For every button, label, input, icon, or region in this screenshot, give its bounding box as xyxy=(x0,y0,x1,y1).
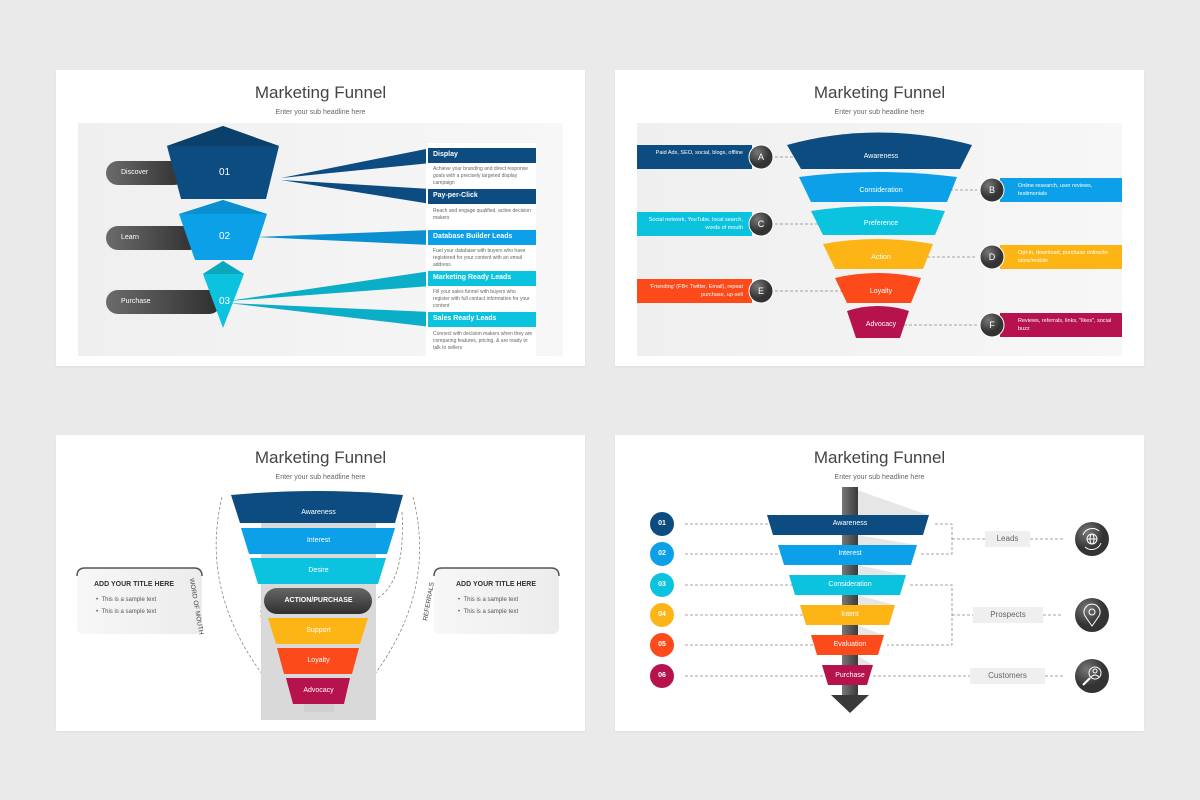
step-number: 04 xyxy=(658,611,666,618)
stage-label: Loyalty xyxy=(307,657,330,664)
stage-label: Interest xyxy=(838,550,862,557)
stage-number: 01 xyxy=(219,167,231,178)
callout-letter: C xyxy=(757,219,765,229)
slide-subtitle: Enter your sub headline here xyxy=(275,474,366,481)
stage-label: Purchase xyxy=(121,298,151,305)
slide-title: Marketing Funnel xyxy=(254,448,387,467)
stage-label: Preference xyxy=(863,220,899,227)
detail-text: Reach and engage qualified, active decis… xyxy=(433,208,531,221)
stage-label: Interest xyxy=(306,537,331,544)
stage-label: Awareness xyxy=(832,520,868,527)
callout-letter: D xyxy=(988,252,996,262)
callout-letter: A xyxy=(757,152,764,162)
detail-text: Fuel your database with buyers who have … xyxy=(433,248,526,268)
funnel-graphic xyxy=(76,491,560,720)
step-number: 02 xyxy=(658,550,666,557)
stage-label: Intent xyxy=(841,611,859,618)
stage-label: Support xyxy=(306,627,331,634)
stage-label: Learn xyxy=(121,234,139,241)
box-title: ADD YOUR TITLE HERE xyxy=(456,581,536,588)
box-bullet: • This is a sample text xyxy=(458,597,519,603)
stage-label: Advocacy xyxy=(303,687,334,694)
detail-heading: Sales Ready Leads xyxy=(433,315,497,322)
slide-1[interactable]: Marketing Funnel Enter your sub headline… xyxy=(56,70,585,366)
stage-label: Consideration xyxy=(828,581,872,588)
stage-number: 03 xyxy=(219,296,231,307)
callout-text: Opt-in, download, purchase online/in-sto… xyxy=(1018,250,1110,264)
detail-text: Fill your sales funnel with buyers who r… xyxy=(433,289,530,309)
detail-heading: Pay-per-Click xyxy=(433,192,478,199)
funnel-graphic xyxy=(650,487,1109,713)
slide-subtitle: Enter your sub headline here xyxy=(834,109,925,116)
slide-title: Marketing Funnel xyxy=(254,83,387,102)
group-label-leads: Leads xyxy=(996,534,1019,543)
callout-letter: F xyxy=(989,320,995,330)
box-bullet: • This is a sample text xyxy=(96,597,157,603)
detail-heading: Database Builder Leads xyxy=(433,233,513,240)
detail-heading: Marketing Ready Leads xyxy=(433,274,512,281)
step-number: 05 xyxy=(658,641,666,648)
location-gear-icon xyxy=(1083,603,1101,627)
callout-letter: B xyxy=(988,185,995,195)
globe-cycle-icon xyxy=(1082,527,1102,551)
box-title: ADD YOUR TITLE HERE xyxy=(94,581,174,588)
stage-label: Action xyxy=(871,254,891,261)
stage-label: Consideration xyxy=(859,187,903,194)
box-bullet: • This is a sample text xyxy=(96,609,157,615)
slide-3[interactable]: Marketing Funnel Enter your sub headline… xyxy=(56,435,585,731)
funnel-graphic xyxy=(637,132,1122,338)
slide-4[interactable]: Marketing Funnel Enter your sub headline… xyxy=(615,435,1144,731)
callout-text: 'Friending' (FB< Twitter, Email), repeat… xyxy=(649,284,743,298)
stage-label: Awareness xyxy=(301,509,336,516)
step-number: 06 xyxy=(658,672,666,679)
stage-number: 02 xyxy=(219,231,231,242)
stage-label: Discover xyxy=(121,169,149,176)
detail-text: Achieve your branding and direct respons… xyxy=(433,166,529,186)
detail-text: Connect with decision makers when they a… xyxy=(433,331,533,351)
funnel-graphic xyxy=(106,126,536,357)
group-label-prospects: Prospects xyxy=(990,610,1026,619)
callout-text: Online research, user reviews, testimoni… xyxy=(1018,183,1093,197)
stage-label: ACTION/PURCHASE xyxy=(284,597,353,604)
stage-label: Desire xyxy=(308,567,329,574)
slide-2[interactable]: Marketing Funnel Enter your sub headline… xyxy=(615,70,1144,366)
callout-letter: E xyxy=(757,286,764,296)
slide-title: Marketing Funnel xyxy=(813,83,946,102)
user-search-icon xyxy=(1082,666,1102,686)
callout-text: Paid Ads, SEO, social, blogs, offline xyxy=(655,150,743,156)
box-bullet: • This is a sample text xyxy=(458,609,519,615)
stage-label: Loyalty xyxy=(869,288,893,295)
slide-subtitle: Enter your sub headline here xyxy=(834,474,925,481)
callout-text: Social network, YouTube, local search, w… xyxy=(648,217,743,231)
detail-heading: Display xyxy=(433,151,458,158)
slide-title: Marketing Funnel xyxy=(813,448,946,467)
stage-label: Evaluation xyxy=(833,641,867,648)
slide-subtitle: Enter your sub headline here xyxy=(275,109,366,116)
group-label-customers: Customers xyxy=(988,671,1027,680)
stage-label: Purchase xyxy=(835,672,865,679)
stage-label: Awareness xyxy=(863,153,899,160)
step-number: 01 xyxy=(658,520,666,527)
step-number: 03 xyxy=(658,581,666,588)
callout-text: Reviews, referrals, links, "likes", soci… xyxy=(1018,318,1112,332)
stage-label: Advocacy xyxy=(865,321,897,328)
